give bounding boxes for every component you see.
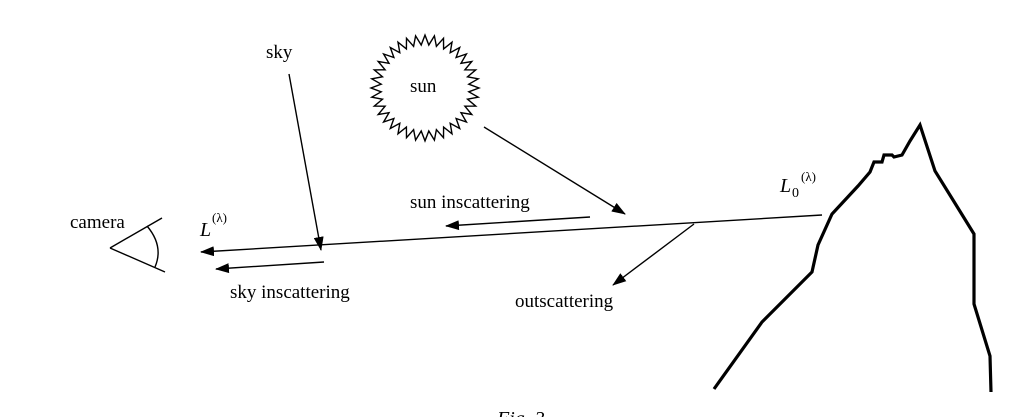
sun-inscattering-arrow: [445, 216, 591, 231]
source-radiance-label: L 0 (λ): [779, 169, 816, 201]
main-light-path-arrow: [200, 214, 823, 257]
svg-text:(λ): (λ): [801, 169, 816, 184]
camera-label: camera: [70, 212, 125, 233]
svg-text:L: L: [779, 175, 791, 197]
sun-ray-arrow: [483, 126, 626, 215]
sun-icon: [368, 33, 482, 143]
observed-radiance-label: L (λ): [199, 210, 227, 241]
svg-text:(λ): (λ): [212, 210, 227, 225]
outscattering-label: outscattering: [515, 291, 614, 312]
mountain-icon: [712, 121, 993, 393]
svg-text:L: L: [199, 219, 211, 241]
sky-arrow: [288, 73, 324, 251]
sun-label: sun: [410, 76, 437, 97]
svg-text:0: 0: [792, 186, 799, 201]
figure-caption: Fig. 3: [496, 408, 545, 417]
sun-inscattering-label: sun inscattering: [410, 192, 530, 213]
sky-inscattering-arrow: [215, 261, 325, 274]
sky-label: sky: [266, 42, 293, 63]
camera-icon: [109, 217, 166, 273]
outscattering-arrow: [612, 223, 695, 286]
sky-inscattering-label: sky inscattering: [230, 282, 350, 303]
